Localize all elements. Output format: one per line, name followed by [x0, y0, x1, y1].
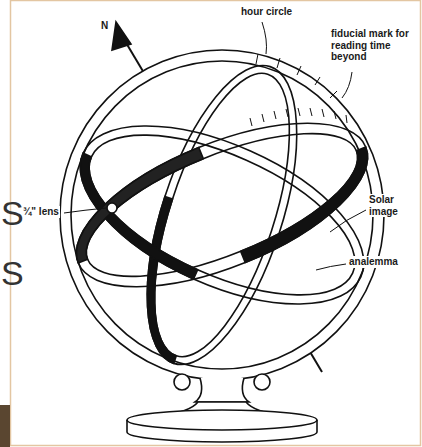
- slide-letter: S: [0, 196, 25, 230]
- picture-frame: [11, 1, 421, 446]
- part-label: hour circle: [240, 6, 293, 18]
- leader-lines: [64, 22, 366, 270]
- slide-letter: S: [0, 256, 25, 290]
- part-label: analemma: [348, 256, 399, 268]
- part-label: fiducial mark for reading time beyond: [330, 28, 414, 63]
- part-label: Solar image: [368, 194, 410, 217]
- photo-fragment: [0, 405, 10, 447]
- part-label: ¾" lens: [22, 206, 60, 218]
- compass-letter: N: [100, 20, 109, 32]
- sphere-rings: [55, 22, 390, 442]
